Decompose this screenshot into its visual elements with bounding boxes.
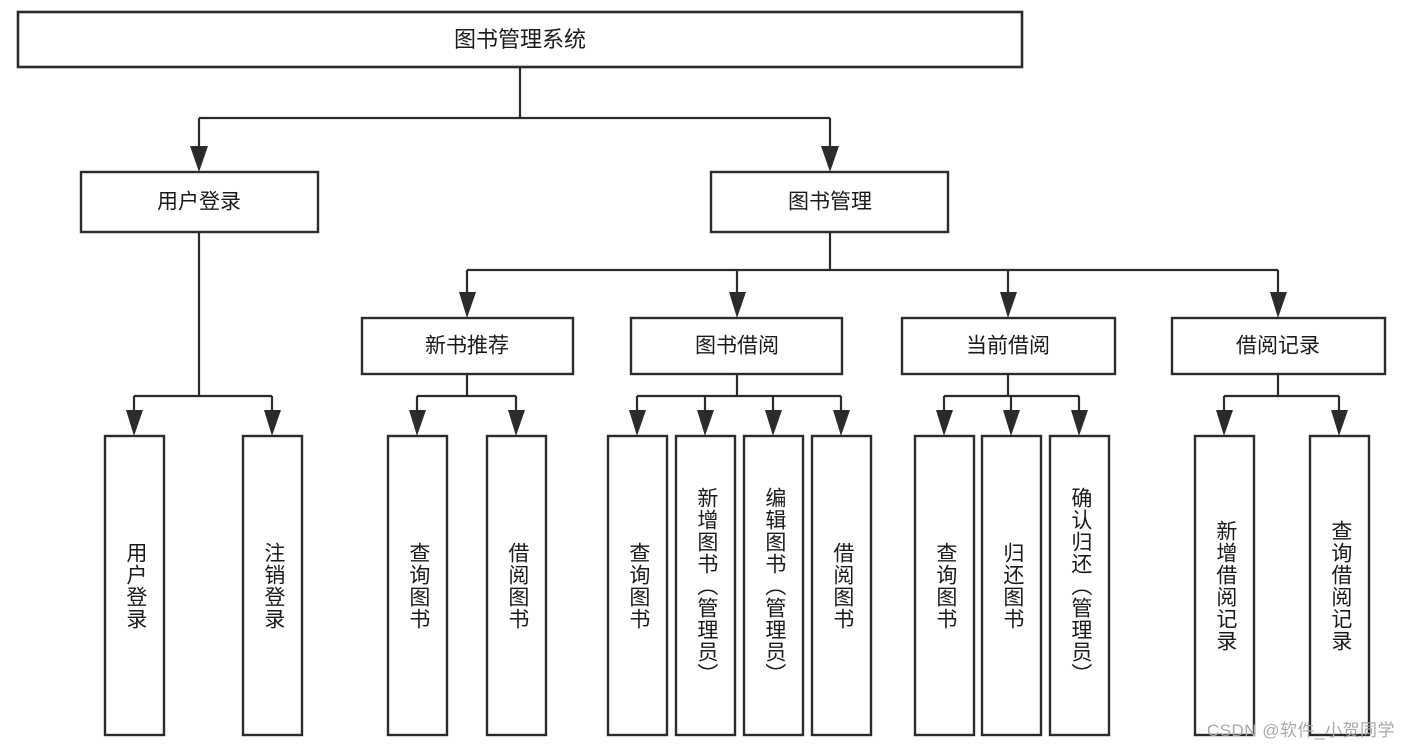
node-leaf-add-book-box[interactable]	[674, 434, 737, 737]
node-user-login-box[interactable]	[79, 170, 320, 234]
arrow-to-borrow-record	[1270, 292, 1287, 318]
arrow-leaf-edit-book	[765, 410, 782, 436]
arrow-to-current-borrow	[1000, 292, 1017, 318]
arrow-to-book-manage	[821, 146, 839, 172]
node-leaf-return-book-box[interactable]	[980, 434, 1043, 737]
node-leaf-logout-box[interactable]	[241, 434, 304, 737]
node-root-box[interactable]	[16, 10, 1024, 69]
node-book-manage-label: 图书管理	[788, 191, 872, 214]
node-book-borrow-label: 图书借阅	[695, 335, 779, 358]
node-leaf-confirm-return-box[interactable]	[1048, 434, 1111, 737]
connector-layer	[126, 67, 1348, 436]
node-leaf-borrow-book-box[interactable]	[810, 434, 873, 737]
node-book-manage-box[interactable]	[709, 170, 950, 234]
node-book-borrow[interactable]: 图书借阅	[629, 316, 844, 376]
node-borrow-record[interactable]: 借阅记录	[1170, 316, 1387, 376]
node-layer: 图书管理系统 用户登录 图书管理 新书推荐 图书借阅 当前	[16, 10, 1387, 737]
node-leaf-add-record-box[interactable]	[1193, 434, 1256, 737]
node-current-borrow-label: 当前借阅	[966, 335, 1050, 358]
node-new-book-recommend-label: 新书推荐	[425, 335, 509, 358]
node-leaf-borrow-book-rec-box[interactable]	[485, 434, 548, 737]
arrow-leaf-confirm-return	[1071, 410, 1088, 436]
arrow-leaf-return-book	[1003, 410, 1020, 436]
node-leaf-query-book-rec-box[interactable]	[386, 434, 449, 737]
node-root[interactable]: 图书管理系统	[16, 10, 1024, 69]
node-book-manage[interactable]: 图书管理	[709, 170, 950, 234]
watermark-text: CSDN @软件_小贺同学	[1206, 721, 1395, 740]
node-book-borrow-box[interactable]	[629, 316, 844, 376]
node-user-login-label: 用户登录	[157, 191, 241, 214]
arrow-leaf-query-book-borrow	[629, 410, 646, 436]
arrow-leaf-user-login	[126, 410, 143, 436]
node-new-book-recommend-box[interactable]	[360, 316, 575, 376]
node-user-login[interactable]: 用户登录	[79, 170, 320, 234]
node-borrow-record-box[interactable]	[1170, 316, 1387, 376]
node-root-label: 图书管理系统	[454, 27, 586, 52]
arrow-leaf-query-book-cur	[936, 410, 953, 436]
node-current-borrow[interactable]: 当前借阅	[900, 316, 1117, 376]
node-leaf-query-record-box[interactable]	[1308, 434, 1371, 737]
node-leaf-edit-book-box[interactable]	[742, 434, 805, 737]
arrow-leaf-add-book	[697, 410, 714, 436]
node-current-borrow-box[interactable]	[900, 316, 1117, 376]
arrow-to-user-login	[190, 146, 208, 172]
arrow-leaf-add-record	[1216, 410, 1233, 436]
arrow-to-book-borrow	[729, 292, 746, 318]
node-new-book-recommend[interactable]: 新书推荐	[360, 316, 575, 376]
arrow-leaf-borrow-book-rec	[508, 410, 525, 436]
arrow-leaf-logout	[264, 410, 281, 436]
node-leaf-query-book-borrow-box[interactable]	[606, 434, 669, 737]
arrow-leaf-borrow-book	[833, 410, 850, 436]
node-borrow-record-label: 借阅记录	[1236, 335, 1320, 358]
arrow-to-new-book-recommend	[459, 292, 476, 318]
node-leaf-user-login-box[interactable]	[103, 434, 166, 737]
arrow-leaf-query-book-rec	[409, 410, 426, 436]
node-leaf-query-book-cur-box[interactable]	[913, 434, 976, 737]
arrow-leaf-query-record	[1331, 410, 1348, 436]
